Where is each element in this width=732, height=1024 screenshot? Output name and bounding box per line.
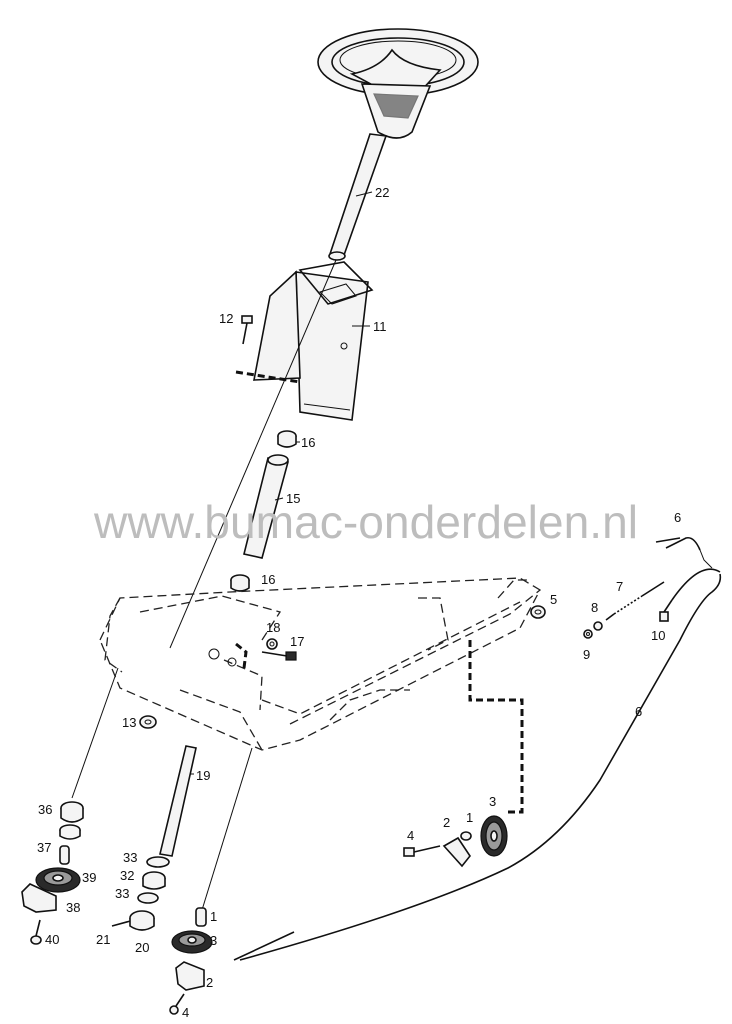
callout-33-upper: 33 [123, 850, 137, 865]
callout-6-upper: 6 [674, 510, 681, 525]
bracket-2-upper [442, 836, 471, 868]
callout-2-lower: 2 [206, 975, 213, 990]
callout-37: 37 [37, 840, 51, 855]
callout-6-lower: 6 [635, 704, 642, 719]
bushing-1-upper [460, 831, 472, 841]
callout-3-lower: 3 [210, 933, 217, 948]
callout-7: 7 [616, 579, 623, 594]
callout-1-upper: 1 [466, 810, 473, 825]
bracket-2-lower [175, 961, 205, 991]
bushing-upper [277, 430, 300, 448]
callout-labels: 22 12 11 16 15 16 18 17 13 19 36 37 39 3… [37, 185, 681, 1020]
callout-22: 22 [375, 185, 389, 200]
nut-8 [593, 621, 603, 631]
shaft-19 [159, 745, 197, 857]
bolt-40 [30, 919, 42, 945]
callout-15: 15 [286, 491, 300, 506]
clip-10 [659, 599, 673, 622]
callout-36: 36 [38, 802, 52, 817]
shaft-tube [243, 454, 289, 559]
callout-13: 13 [122, 715, 136, 730]
spacer-36 [59, 801, 84, 840]
column-bracket [253, 261, 374, 421]
cable-6 [233, 536, 722, 961]
pulley-3-lower [171, 930, 213, 954]
callout-12: 12 [219, 311, 233, 326]
washer-33-upper [146, 856, 170, 868]
bushing-lower [230, 574, 250, 592]
spring-7 [605, 581, 665, 621]
callout-38: 38 [66, 900, 80, 915]
chassis-frame-dashed [99, 577, 541, 751]
callout-8: 8 [591, 600, 598, 615]
washer-9 [583, 629, 593, 639]
callout-16-upper: 16 [301, 435, 315, 450]
bolt-4-upper [403, 845, 441, 857]
bolt-4-lower [169, 993, 185, 1015]
callout-40: 40 [45, 932, 59, 947]
callout-4-upper: 4 [407, 828, 414, 843]
callout-18: 18 [266, 620, 280, 635]
callout-19: 19 [196, 768, 210, 783]
callout-33-lower: 33 [115, 886, 129, 901]
link-dashed-3 [468, 640, 524, 814]
callout-4-lower: 4 [182, 1005, 189, 1020]
washer-18 [266, 638, 278, 650]
callout-39: 39 [82, 870, 96, 885]
callout-11: 11 [373, 319, 387, 334]
callout-16-lower: 16 [261, 572, 275, 587]
steering-shaft [328, 133, 388, 261]
bracket-38 [21, 883, 57, 913]
callout-5: 5 [550, 592, 557, 607]
callout-2-upper: 2 [443, 815, 450, 830]
sleeve-37 [59, 845, 70, 865]
callout-32: 32 [120, 868, 134, 883]
sleeve-1 [195, 907, 207, 927]
callout-3-upper: 3 [489, 794, 496, 809]
callout-9: 9 [583, 647, 590, 662]
callout-21: 21 [96, 932, 110, 947]
callout-1-lower: 1 [210, 909, 217, 924]
nut-13 [139, 715, 157, 729]
callout-20: 20 [135, 940, 149, 955]
spacer-32 [142, 871, 166, 890]
washer-33-lower [137, 892, 159, 904]
nut-5 [530, 605, 546, 619]
roller-20 [129, 910, 155, 931]
pulley-3-upper [480, 815, 508, 857]
bolt-12 [235, 315, 301, 384]
link-dashed-17 [235, 642, 248, 669]
callout-10: 10 [651, 628, 665, 643]
watermark: www.bumac-onderdelen.nl [93, 496, 638, 548]
steering-wheel [317, 28, 479, 139]
bolt-17 [261, 651, 297, 661]
callout-17: 17 [290, 634, 304, 649]
pulley-39 [35, 867, 81, 893]
